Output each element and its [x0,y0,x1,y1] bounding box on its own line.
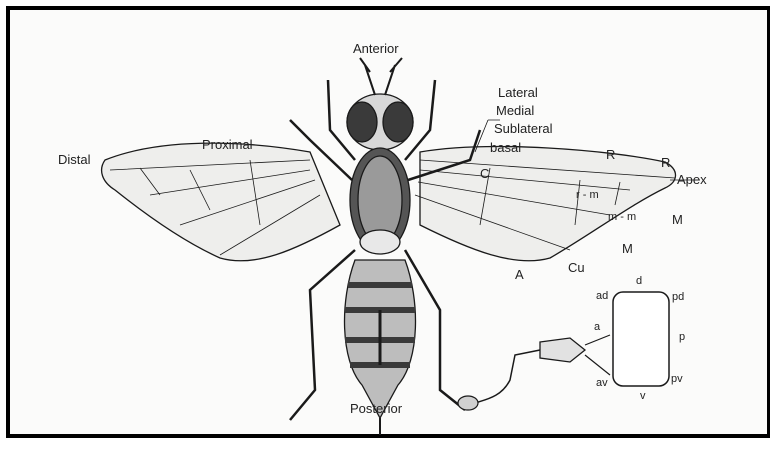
label-cubital-vein: Cu [568,261,585,274]
inset-label-posterior: p [679,332,685,343]
label-anterior: Anterior [353,42,399,55]
scutellum [360,230,400,254]
label-radial-vein-1: R [606,148,615,161]
label-radial-vein-2: R [661,156,670,169]
label-anal-vein: A [515,268,524,281]
label-medial-vein-2: M [622,242,633,255]
label-posterior: Posterior [350,402,402,415]
diagram-frame: Anterior Posterior Proximal Distal Later… [6,6,770,438]
label-sublateral: Sublateral [494,122,553,135]
inset-label-dorsal: d [636,276,642,287]
left-eye [347,102,377,142]
inset-label-anterodorsal: ad [596,291,608,302]
label-r-m-crossvein: r - m [576,190,599,201]
label-apex: Apex [677,173,707,186]
label-costal-vein: C [480,167,489,180]
label-medial: Medial [496,104,534,117]
label-basal: basal [490,141,521,154]
label-m-m-crossvein: m - m [608,212,636,223]
inset-label-anteroventral: av [596,378,608,389]
leg-segment-detail [470,350,540,405]
inset-label-posterodorsal: pd [672,292,684,303]
inset-label-posteroventral: pv [671,374,683,385]
label-lateral: Lateral [498,86,538,99]
antennae [360,58,402,95]
right-eye [383,102,413,142]
fly-illustration [10,10,767,435]
inset-label-ventral: v [640,391,646,402]
label-medial-vein-1: M [672,213,683,226]
label-proximal: Proximal [202,138,253,151]
left-wing [102,143,340,261]
inset-label-anterior: a [594,322,600,333]
label-distal: Distal [58,153,91,166]
leg-cross-section [613,292,669,386]
